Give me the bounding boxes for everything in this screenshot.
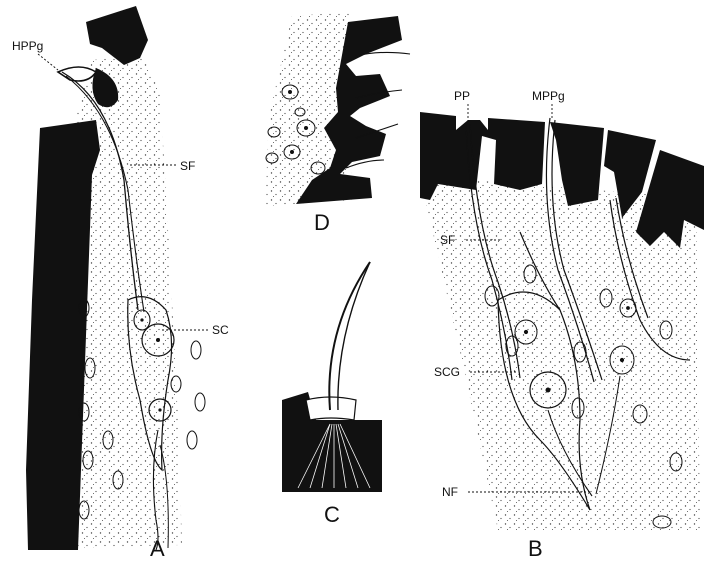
label-a-sc: SC <box>212 323 229 337</box>
panel-label-c: C <box>324 502 340 527</box>
label-nf: NF <box>442 485 458 499</box>
panel-a-cap <box>86 6 148 65</box>
panel-label-b: B <box>528 536 543 561</box>
label-scg: SCG <box>434 365 460 379</box>
panel-b-drawing <box>420 112 704 530</box>
label-pp: PP <box>454 89 470 103</box>
label-mppg: MPPg <box>532 89 565 103</box>
panel-label-a: A <box>150 536 165 561</box>
label-b-sf: SF <box>440 233 455 247</box>
panel-c-socket <box>306 397 356 420</box>
panel-label-d: D <box>314 210 330 235</box>
panel-c-hair <box>329 262 370 410</box>
panel-d-drawing <box>266 12 410 206</box>
panel-a-drawing <box>26 6 205 550</box>
label-hppg: HPPg <box>12 39 43 53</box>
panel-c-drawing <box>282 262 382 492</box>
label-a-sf: SF <box>180 159 195 173</box>
